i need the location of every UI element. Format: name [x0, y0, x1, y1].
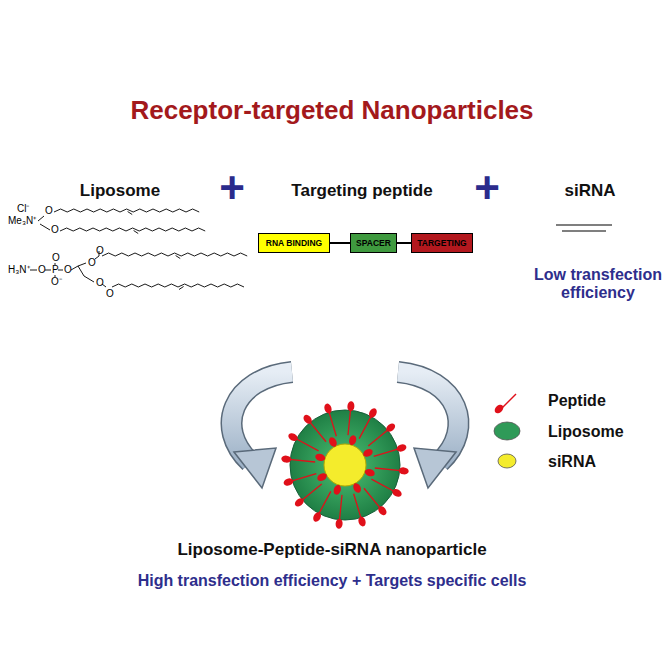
atom-label: O [96, 278, 104, 288]
legend-text: Peptide [548, 392, 606, 410]
nanoparticle [281, 401, 409, 529]
header-label: Targeting peptide [291, 181, 432, 201]
peptide-link [330, 243, 350, 244]
atom-label: P [52, 265, 59, 275]
atom-label: O [51, 225, 59, 235]
plus-sign: + [474, 166, 500, 210]
atom-label: Me₃N⁺ [8, 216, 36, 226]
title: Receptor-targeted Nanoparticles [130, 96, 533, 126]
header-label: Liposome [80, 181, 160, 201]
box-text: SPACER [356, 238, 391, 248]
curved-arrow [398, 372, 458, 488]
peptide-segment-box: RNA BINDING [258, 233, 330, 253]
peptide-segment-box: SPACER [350, 233, 397, 253]
plus-sign: + [219, 166, 245, 210]
legend-swatch [498, 454, 516, 468]
legend-swatch [494, 422, 520, 440]
peptide-icon [493, 394, 516, 415]
curved-arrow [232, 372, 292, 488]
legend-text: siRNA [548, 453, 596, 471]
box-text: RNA BINDING [266, 238, 322, 248]
atom-label: O [88, 258, 96, 268]
legend-text: Liposome [548, 423, 624, 441]
atom-label: H₃N⁺ [8, 265, 30, 275]
peptide-segment-box: TARGETING [411, 233, 473, 253]
box-text: TARGETING [417, 238, 466, 248]
atom-label: O [38, 265, 46, 275]
atom-label: O [96, 246, 104, 256]
peptide-link [397, 243, 411, 244]
atom-label: O⁻ [51, 277, 62, 287]
atom-label: O [52, 253, 60, 263]
atom-label: Cl⁻ [17, 204, 29, 214]
atom-label: O [106, 289, 114, 299]
note-text: Low transfection efficiency [528, 266, 664, 303]
atom-label: O [45, 206, 53, 216]
summary-text: High transfection efficiency + Targets s… [138, 572, 527, 590]
header-label: siRNA [564, 181, 615, 201]
caption: Liposome-Peptide-siRNA nanoparticle [177, 540, 486, 560]
lipid-structure [30, 209, 247, 290]
sirna-duplex [556, 225, 612, 231]
atom-label: O [64, 265, 72, 275]
